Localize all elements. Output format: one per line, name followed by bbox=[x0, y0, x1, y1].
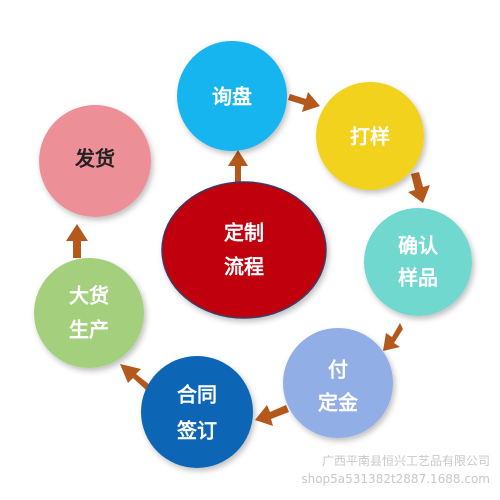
node-deposit-label-2: 定金 bbox=[318, 391, 359, 415]
arrow-deposit-to-contract bbox=[255, 405, 289, 426]
watermark-url: shop5a531382t2887.1688.com bbox=[301, 472, 490, 486]
arrow-sample-to-confirm bbox=[408, 172, 430, 203]
node-center: 定制 流程 bbox=[161, 181, 327, 319]
node-production: 大货 生产 bbox=[34, 258, 144, 368]
node-shipping: 发货 bbox=[39, 105, 151, 217]
node-center-label-2: 流程 bbox=[224, 255, 264, 279]
node-deposit-circle bbox=[283, 328, 393, 438]
arrow-center-to-inquiry bbox=[228, 150, 248, 184]
node-sample: 打样 bbox=[316, 82, 424, 190]
node-center-circle bbox=[161, 181, 327, 319]
arrows-group bbox=[66, 92, 430, 426]
node-inquiry-label: 询盘 bbox=[212, 85, 252, 109]
node-contract: 合同 签订 bbox=[141, 356, 253, 468]
node-confirm-circle bbox=[364, 208, 472, 316]
node-production-circle bbox=[34, 258, 144, 368]
node-confirm: 确认 样品 bbox=[364, 208, 472, 316]
node-sample-label: 打样 bbox=[350, 125, 390, 149]
node-production-label-1: 大货 bbox=[69, 284, 109, 308]
node-inquiry-circle bbox=[177, 41, 287, 151]
arrow-inquiry-to-sample bbox=[288, 92, 320, 112]
node-inquiry: 询盘 bbox=[177, 41, 287, 151]
node-confirm-label-2: 样品 bbox=[398, 266, 438, 290]
node-contract-circle bbox=[141, 356, 253, 468]
arrow-production-to-shipping bbox=[66, 224, 88, 258]
arrow-confirm-to-deposit bbox=[383, 323, 403, 351]
arrow-contract-to-production bbox=[120, 364, 150, 390]
node-contract-label-2: 签订 bbox=[176, 419, 217, 443]
node-deposit: 付 定金 bbox=[283, 328, 393, 438]
watermark-company: 广西平南县恒兴工艺品有限公司 bbox=[321, 454, 490, 468]
node-production-label-2: 生产 bbox=[69, 318, 109, 342]
node-sample-circle bbox=[316, 82, 424, 190]
node-contract-label-1: 合同 bbox=[177, 383, 217, 407]
node-center-label-1: 定制 bbox=[224, 221, 264, 245]
node-shipping-label: 发货 bbox=[74, 147, 115, 171]
node-shipping-circle bbox=[39, 105, 151, 217]
node-deposit-label-1: 付 bbox=[328, 358, 348, 382]
node-confirm-label-1: 确认 bbox=[398, 234, 439, 258]
